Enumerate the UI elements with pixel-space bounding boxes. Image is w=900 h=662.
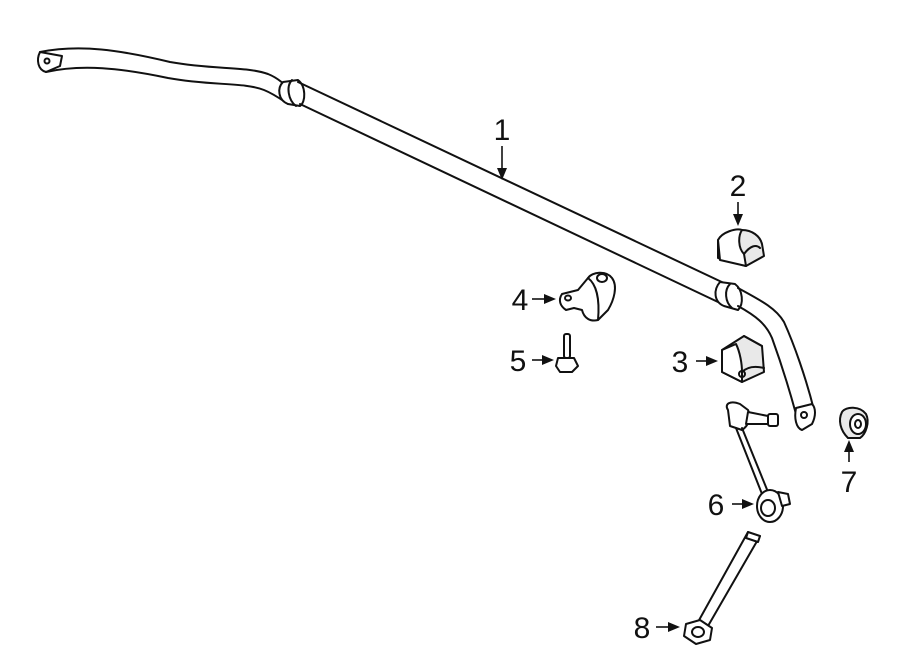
callout-arrow-1 xyxy=(497,146,507,180)
callout-arrow-7 xyxy=(844,440,854,462)
link-bushing[interactable] xyxy=(839,406,869,439)
callout-2: 2 xyxy=(730,170,747,203)
link-bolt[interactable] xyxy=(683,531,761,645)
bracket-bolt[interactable] xyxy=(555,333,579,373)
callout-arrow-2 xyxy=(733,202,743,226)
callout-1: 1 xyxy=(494,114,511,147)
callout-3: 3 xyxy=(672,346,689,379)
callout-arrow-5 xyxy=(532,355,554,365)
insulator-block[interactable] xyxy=(721,335,765,383)
callout-arrow-8 xyxy=(656,622,680,632)
callout-8: 8 xyxy=(634,612,651,645)
stabilizer-bar[interactable] xyxy=(37,47,816,431)
callout-7: 7 xyxy=(841,466,858,499)
callout-arrow-4 xyxy=(532,294,556,304)
callout-arrow-3 xyxy=(696,356,718,366)
callout-arrow-6 xyxy=(732,499,754,509)
callout-4: 4 xyxy=(512,284,529,317)
bushing-bracket[interactable] xyxy=(558,271,616,322)
bar-bushing[interactable] xyxy=(717,228,765,267)
callout-5: 5 xyxy=(510,345,527,378)
callout-6: 6 xyxy=(708,489,725,522)
stabilizer-link[interactable] xyxy=(725,401,791,523)
